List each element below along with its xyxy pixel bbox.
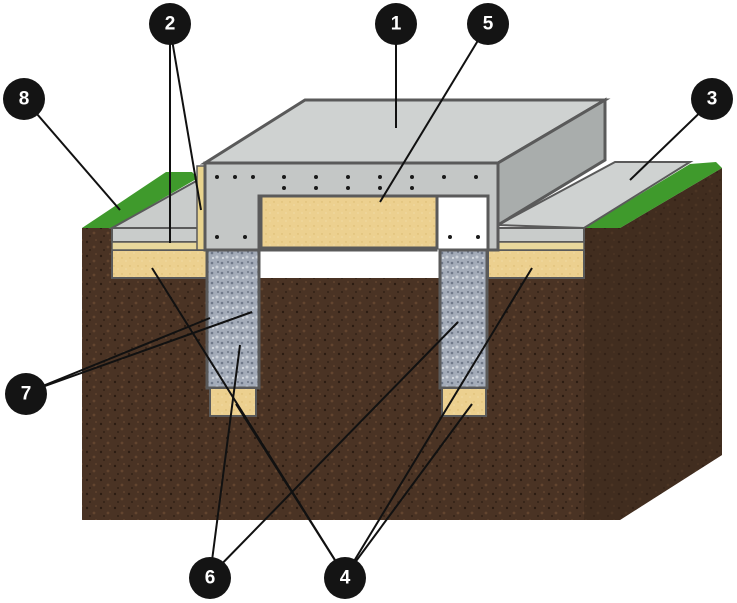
callout-4: 4 bbox=[324, 557, 366, 599]
sand-fill-center bbox=[259, 194, 439, 250]
callout-5: 5 bbox=[467, 3, 509, 45]
callout-3: 3 bbox=[691, 78, 733, 120]
pile-right bbox=[438, 248, 489, 390]
callout-1: 1 bbox=[375, 3, 417, 45]
callout-4-label: 4 bbox=[340, 568, 351, 589]
sand-cushion-right bbox=[487, 249, 585, 279]
callout-8-label: 8 bbox=[19, 89, 30, 110]
callout-7-label: 7 bbox=[21, 384, 32, 405]
blind-area-right bbox=[494, 161, 694, 251]
callout-2: 2 bbox=[149, 3, 191, 45]
callout-6-label: 6 bbox=[205, 568, 216, 589]
callout-3-label: 3 bbox=[707, 89, 718, 110]
callout-1-label: 1 bbox=[391, 14, 402, 35]
pile-sand-right bbox=[441, 387, 487, 417]
soil-block bbox=[82, 168, 722, 520]
rebar-dots bbox=[215, 175, 480, 239]
callout-5-label: 5 bbox=[483, 14, 494, 35]
callout-6: 6 bbox=[189, 557, 231, 599]
callout-8: 8 bbox=[3, 78, 45, 120]
sand-cushion-left bbox=[111, 249, 208, 279]
callout-7: 7 bbox=[5, 373, 47, 415]
callout-2-label: 2 bbox=[165, 14, 176, 35]
